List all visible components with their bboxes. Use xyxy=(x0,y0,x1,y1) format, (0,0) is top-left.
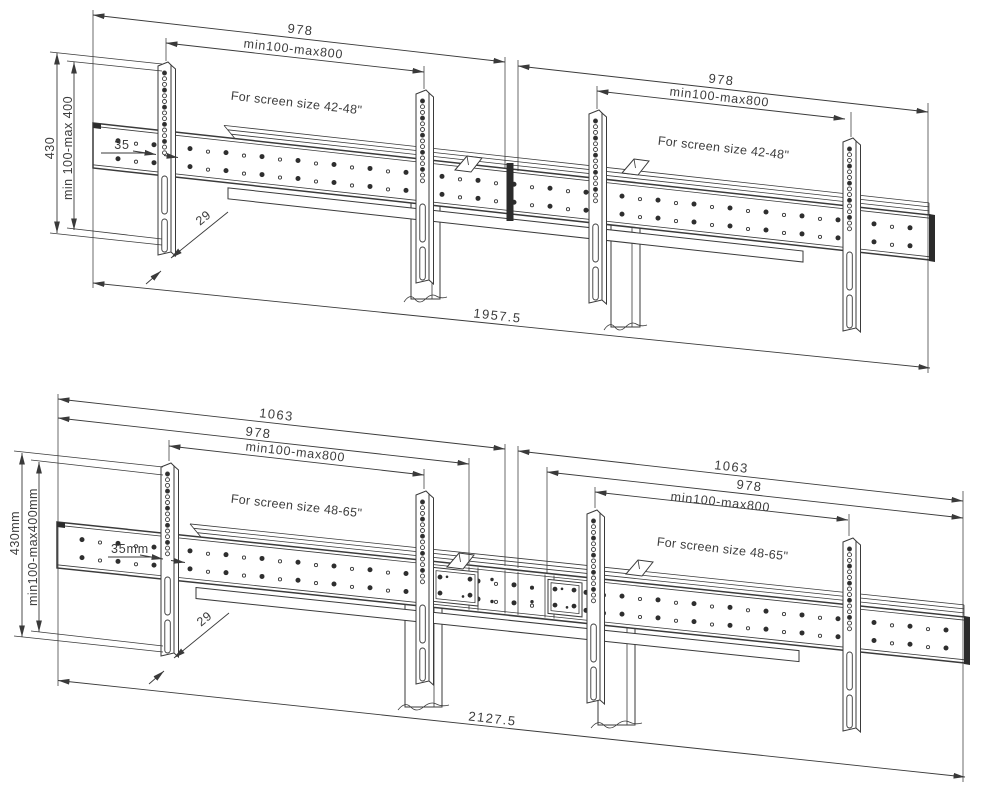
dim-half-width-right-top: 978 xyxy=(708,71,735,89)
dimension-lines-top xyxy=(49,10,931,373)
locking-clamp xyxy=(625,559,654,577)
rail-top-flange xyxy=(189,523,965,617)
locking-clamp xyxy=(621,158,650,176)
dimension-lines-bottom xyxy=(13,394,966,782)
locking-clamp xyxy=(454,155,483,173)
rail-lower-bar xyxy=(227,187,804,263)
rail-assembly xyxy=(92,122,935,263)
dim-bracket-height-bottom: 430mm xyxy=(8,511,22,555)
dim-rail-offset-bottom: 35mm xyxy=(111,542,149,556)
drawing-bottom-48-65: 1063 978 min100-max800 For screen size 4… xyxy=(8,394,970,782)
vesa-bracket xyxy=(415,89,434,286)
vesa-bracket xyxy=(842,137,861,334)
center-extension-joint xyxy=(432,566,583,619)
dim-total-width-top: 1957.5 xyxy=(473,305,523,325)
vesa-bracket xyxy=(157,61,176,258)
vesa-bracket xyxy=(160,462,179,659)
vesa-bracket xyxy=(842,537,861,734)
dim-extended-width-left-bottom: 1063 xyxy=(259,405,295,424)
rail-right-cap xyxy=(929,214,935,262)
dim-extended-width-right-bottom: 1063 xyxy=(714,457,750,476)
dim-bracket-depth-top: 29 xyxy=(193,208,214,229)
screen-size-note-left-top: For screen size 42-48" xyxy=(230,89,363,118)
rail-left-cap xyxy=(93,123,101,129)
vesa-bracket xyxy=(415,490,434,687)
dim-vesa-height-range-bottom: min100-max400mm xyxy=(26,488,40,606)
dim-half-width-right-bottom: 978 xyxy=(736,477,763,495)
rail-assembly xyxy=(56,521,970,665)
dim-bracket-depth-bottom: 29 xyxy=(194,609,215,630)
center-joint xyxy=(506,163,514,221)
dim-vesa-height-range-top: min 100-max 400 xyxy=(61,96,75,200)
dim-total-width-bottom: 2127.5 xyxy=(468,708,518,728)
vesa-bracket xyxy=(588,109,607,306)
rail-right-cap xyxy=(964,616,970,665)
screen-size-note-right-top: For screen size 42-48" xyxy=(657,134,790,163)
rail-top-flange xyxy=(223,125,930,215)
dim-rail-offset-top: 35 xyxy=(114,138,130,152)
drawing-top-42-48: 978 min100-max800 For screen size 42-48"… xyxy=(43,10,935,373)
vesa-bracket xyxy=(586,509,605,706)
mount-geometry-top xyxy=(92,61,935,334)
dim-bracket-height-top: 430 xyxy=(43,137,57,159)
connector-plate xyxy=(432,566,479,607)
dim-half-width-left-bottom: 978 xyxy=(245,424,272,442)
dim-vesa-range-left-top: min100-max800 xyxy=(243,36,344,61)
screen-size-note-right-bottom: For screen size 48-65" xyxy=(656,535,789,564)
dim-half-width-left-top: 978 xyxy=(287,21,314,39)
screen-size-note-left-bottom: For screen size 48-65" xyxy=(230,492,363,521)
rail-left-cap xyxy=(57,522,65,528)
locking-clamp xyxy=(446,552,475,570)
